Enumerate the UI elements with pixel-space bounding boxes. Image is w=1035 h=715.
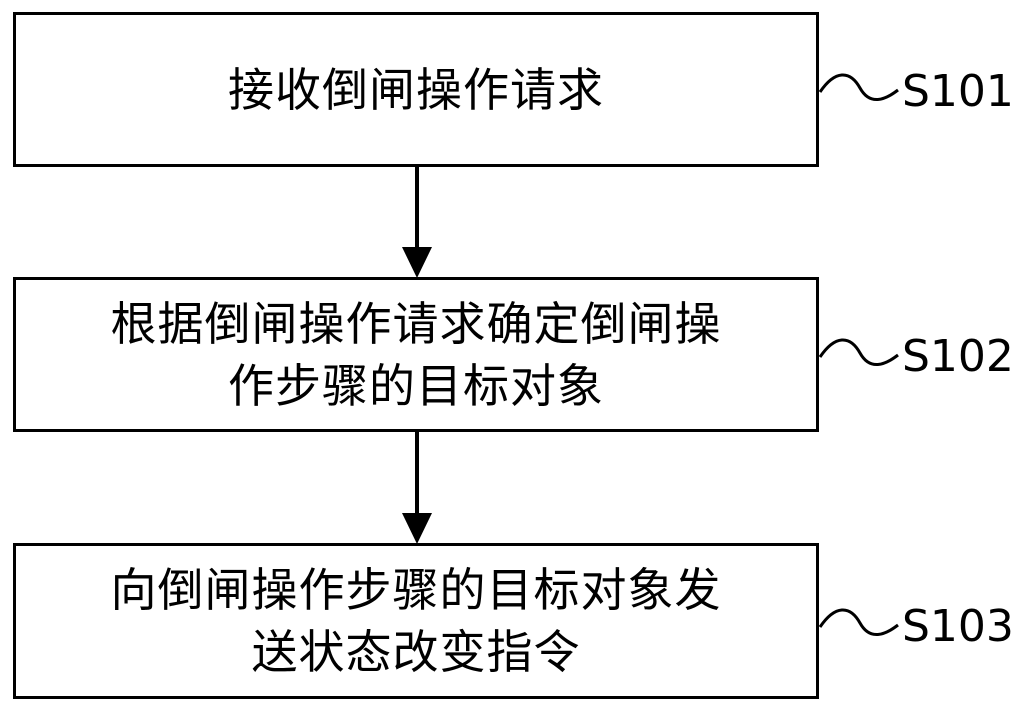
step-text-s102: 根据倒闸操作请求确定倒闸操 作步骤的目标对象 xyxy=(111,293,722,417)
step-line: 向倒闸操作步骤的目标对象发 xyxy=(110,563,722,617)
step-box-s103: 向倒闸操作步骤的目标对象发 送状态改变指令 xyxy=(13,543,819,699)
step-text-s101: 接收倒闸操作请求 xyxy=(228,59,604,121)
step-line: 送状态改变指令 xyxy=(251,625,581,679)
arrow-s101-to-s102 xyxy=(402,166,432,278)
step-line: 根据倒闸操作请求确定倒闸操 xyxy=(110,296,722,351)
step-text-s103: 向倒闸操作步骤的目标对象发 送状态改变指令 xyxy=(111,559,722,683)
arrow-s102-to-s103 xyxy=(402,432,432,544)
step-box-s101: 接收倒闸操作请求 xyxy=(13,12,819,167)
step-label-s101: S101 xyxy=(902,66,1014,117)
step-label-s103: S103 xyxy=(902,601,1014,652)
leader-line-s103 xyxy=(818,608,899,636)
step-line: 作步骤的目标对象 xyxy=(228,358,604,413)
step-box-s102: 根据倒闸操作请求确定倒闸操 作步骤的目标对象 xyxy=(13,277,819,432)
leader-line-s102 xyxy=(818,338,899,366)
step-label-s102: S102 xyxy=(902,331,1014,382)
step-line: 接收倒闸操作请求 xyxy=(228,62,604,117)
leader-line-s101 xyxy=(818,73,899,101)
